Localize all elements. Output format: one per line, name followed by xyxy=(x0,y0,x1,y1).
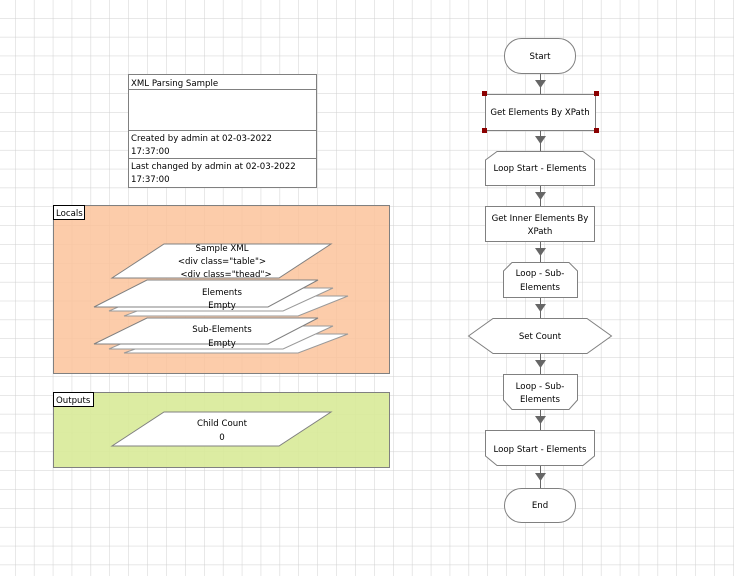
arrow-icon xyxy=(535,136,546,144)
created-time: 17:37:00 xyxy=(131,147,170,157)
stage-label: Loop Start - Elements xyxy=(494,445,587,455)
stage-loop-start-sub-elements[interactable]: Loop - Sub- Elements xyxy=(503,262,578,298)
data-item-value: Empty xyxy=(208,301,236,311)
data-item-value: <div class="table"> xyxy=(178,257,266,267)
changed-info: Last changed by admin at 02-03-2022 xyxy=(131,162,296,172)
data-item-value: 0 xyxy=(219,433,224,443)
selection-handle[interactable] xyxy=(482,128,487,133)
stage-label: Set Count xyxy=(519,332,562,342)
arrow-icon xyxy=(535,304,546,312)
arrow-icon xyxy=(535,248,546,256)
selection-handle[interactable] xyxy=(482,91,487,96)
stage-set-count[interactable]: Set Count xyxy=(467,318,613,354)
stage-loop-start-elements[interactable]: Loop Start - Elements xyxy=(485,151,595,186)
stage-label: Loop - Sub- xyxy=(516,269,565,279)
collection-item-sub-elements[interactable]: Sub-Elements Empty xyxy=(93,317,349,354)
stage-label: Start xyxy=(530,52,552,62)
stage-loop-end-sub-elements[interactable]: Loop - Sub- Elements xyxy=(503,374,578,410)
data-item-value: <div class="thead"> xyxy=(180,270,271,280)
collection-item-elements[interactable]: Elements Empty xyxy=(93,279,349,317)
arrow-icon xyxy=(535,360,546,368)
process-title: XML Parsing Sample xyxy=(131,79,218,89)
arrow-icon xyxy=(535,416,546,424)
stage-get-inner-elements-by-xpath[interactable]: Get Inner Elements By XPath xyxy=(485,206,595,242)
stage-label: End xyxy=(532,501,548,511)
stage-label: Get Elements By XPath xyxy=(490,108,589,118)
locals-label: Locals xyxy=(56,209,83,219)
created-info: Created by admin at 02-03-2022 xyxy=(131,134,272,144)
data-item-name: Child Count xyxy=(197,419,248,429)
stage-loop-end-elements[interactable]: Loop Start - Elements xyxy=(485,430,595,466)
data-item-child-count[interactable]: Child Count 0 xyxy=(110,411,333,447)
arrow-icon xyxy=(535,192,546,200)
stage-get-elements-by-xpath[interactable]: Get Elements By XPath xyxy=(482,91,599,133)
data-item-value: Empty xyxy=(208,339,236,349)
data-item-name: Elements xyxy=(202,288,243,298)
stage-label: Elements xyxy=(520,283,561,293)
arrow-icon xyxy=(535,473,546,481)
stage-label: Loop - Sub- xyxy=(516,382,565,392)
data-item-name: Sample XML xyxy=(195,244,248,254)
stage-label: Loop Start - Elements xyxy=(494,164,587,174)
selection-handle[interactable] xyxy=(594,91,599,96)
arrow-icon xyxy=(535,80,546,88)
stage-end[interactable]: End xyxy=(504,488,576,523)
selection-handle[interactable] xyxy=(594,128,599,133)
outputs-label: Outputs xyxy=(56,396,91,406)
outputs-block[interactable]: Outputs Child Count 0 xyxy=(53,392,390,468)
process-info-box[interactable]: XML Parsing Sample Created by admin at 0… xyxy=(128,74,317,188)
stage-label: Get Inner Elements By xyxy=(492,214,589,224)
stage-label: XPath xyxy=(528,227,553,237)
flow-connectors xyxy=(535,73,546,488)
data-item-sample-xml[interactable]: Sample XML <div class="table"> <div clas… xyxy=(110,243,333,280)
stage-start[interactable]: Start xyxy=(504,38,576,74)
data-item-name: Sub-Elements xyxy=(192,325,252,335)
changed-time: 17:37:00 xyxy=(131,175,170,185)
stage-label: Elements xyxy=(520,395,561,405)
locals-block[interactable]: Locals Sample XML <div class="table"> <d… xyxy=(53,205,390,374)
